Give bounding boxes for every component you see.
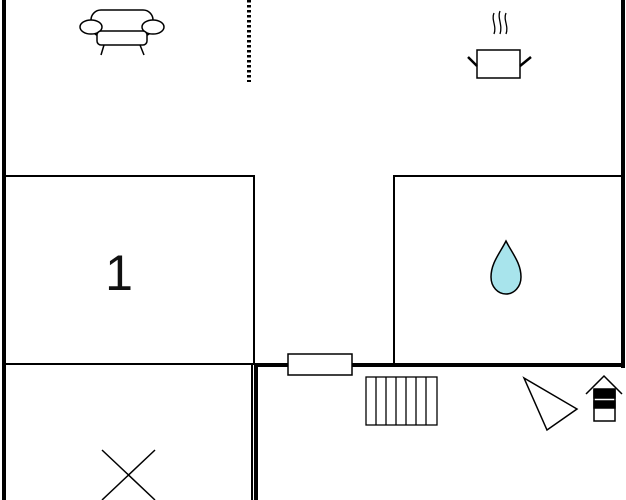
stairs-icon	[365, 376, 438, 426]
sofa-icon	[79, 9, 165, 56]
cooking-pot-icon	[467, 10, 532, 79]
entrance-arrow-icon	[585, 374, 623, 422]
door-swing-icon	[522, 376, 579, 432]
bedroom-label: 1	[105, 245, 133, 301]
cross-mark-icon	[101, 449, 156, 500]
water-drop-icon	[490, 239, 522, 295]
window-opening	[287, 353, 353, 376]
